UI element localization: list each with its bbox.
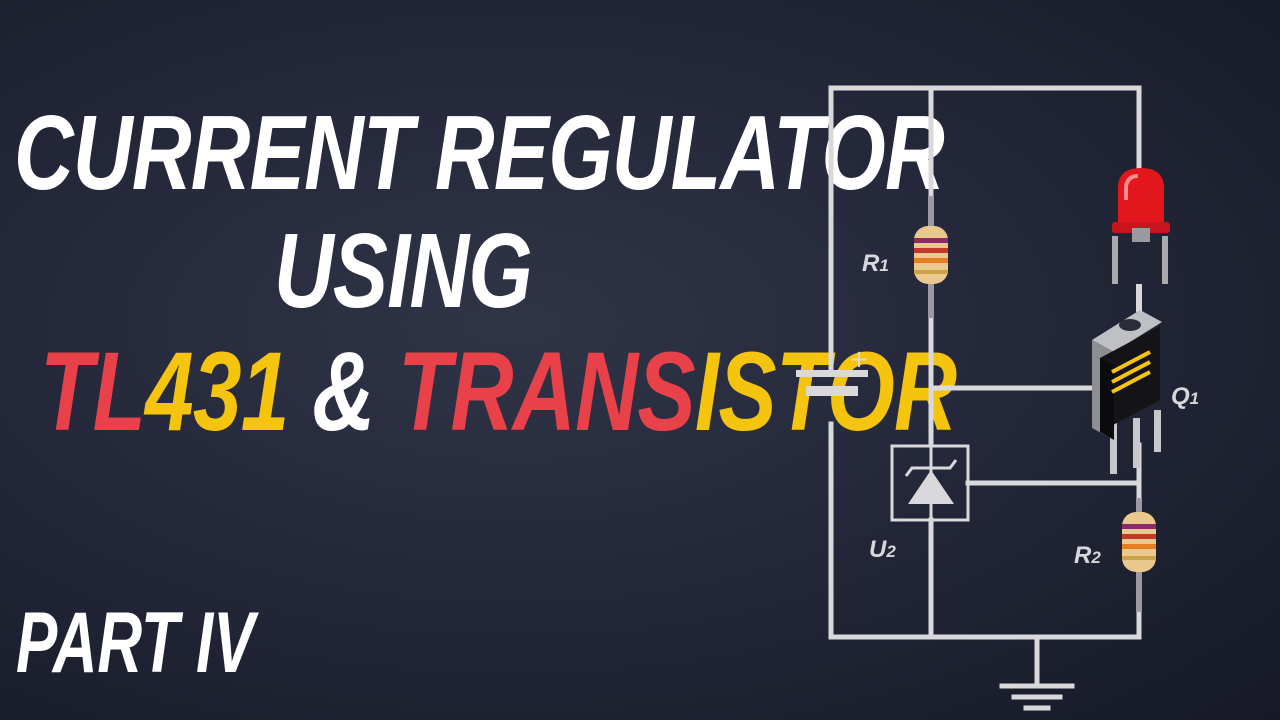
wires bbox=[828, 85, 1142, 711]
resistor-r2 bbox=[1122, 498, 1156, 612]
title-line-1: CURRENT REGULATOR bbox=[14, 94, 945, 212]
battery-plate-long bbox=[796, 370, 868, 377]
transistor-q1-icon bbox=[1092, 310, 1162, 474]
wire-top bbox=[828, 85, 1142, 371]
r1-label: R1 bbox=[862, 250, 889, 277]
r2-label: R2 bbox=[1074, 542, 1101, 569]
title-line-3: TL431 & TRANSISTOR bbox=[40, 336, 957, 448]
title-line-2: USING bbox=[274, 212, 533, 330]
battery-plus-sign: + bbox=[849, 345, 869, 373]
battery-plate-short bbox=[806, 386, 858, 396]
q1-label: Q1 bbox=[1171, 383, 1199, 410]
title-segment-431: 431 bbox=[145, 329, 289, 454]
u2-label: U2 bbox=[869, 536, 896, 563]
resistor-r1 bbox=[914, 196, 948, 318]
title-segment-tl: TL bbox=[40, 329, 146, 454]
led-icon bbox=[1112, 168, 1170, 312]
title-segment-trans: TRANS bbox=[397, 329, 696, 454]
tl431-symbol bbox=[890, 444, 970, 522]
part-label: PART IV bbox=[16, 595, 255, 691]
battery-symbol: + bbox=[796, 345, 869, 396]
title-segment-ampersand: & bbox=[288, 329, 398, 454]
